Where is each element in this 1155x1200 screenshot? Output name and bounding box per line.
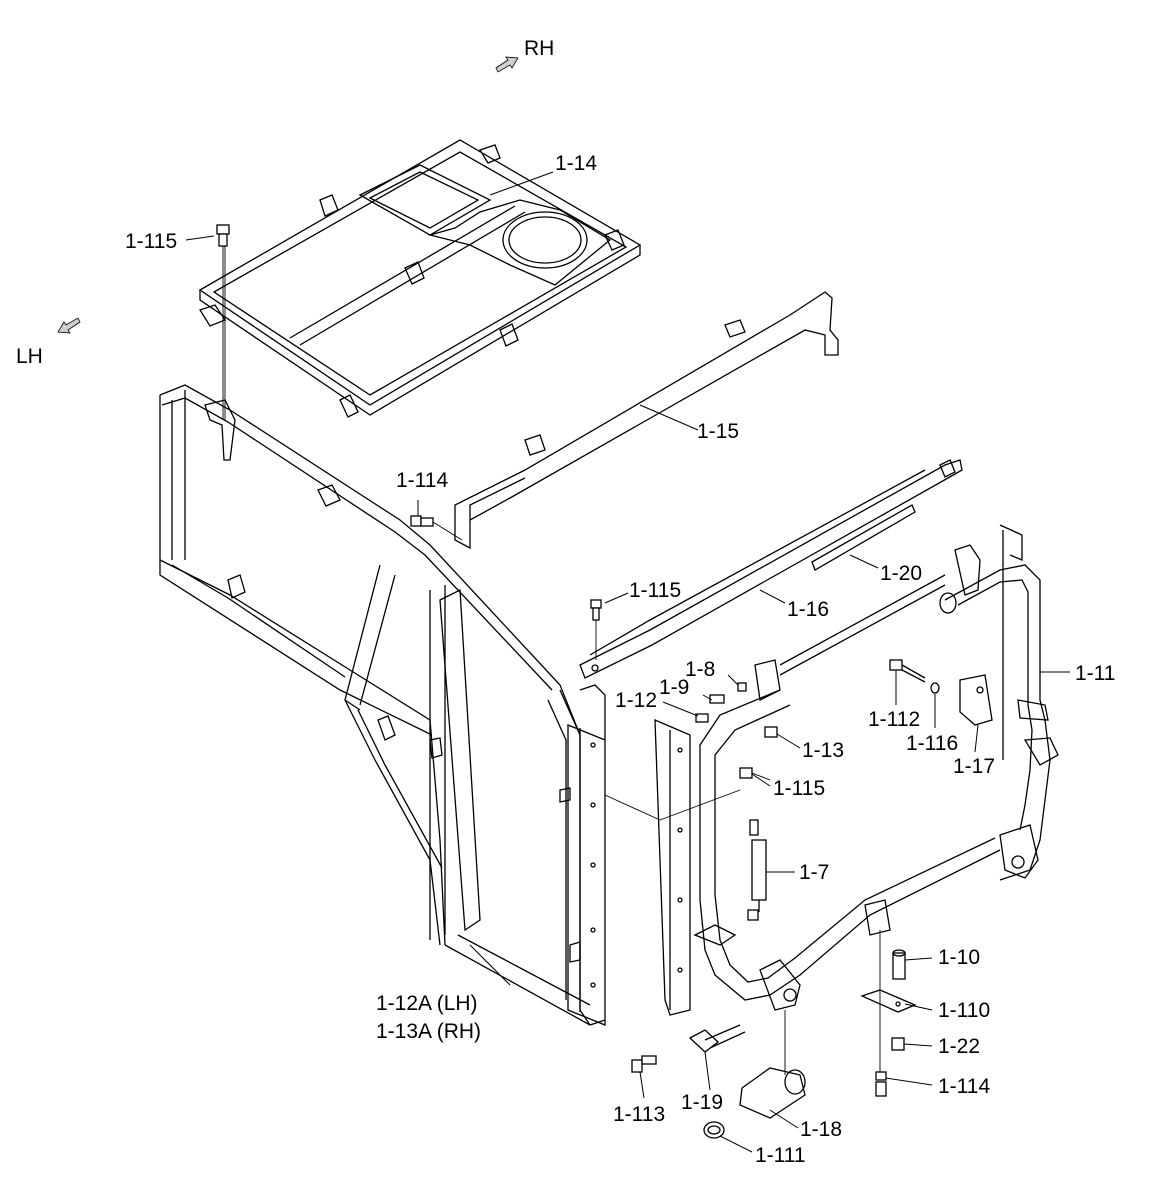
lh-direction-label: LH xyxy=(16,345,43,368)
part-1-113-bolt xyxy=(631,1055,657,1073)
part-1-110-plate xyxy=(860,989,917,1013)
part-right-inner-panel xyxy=(604,718,741,1016)
callout-1-16: 1-16 xyxy=(787,598,830,621)
part-1-111-washer xyxy=(703,1121,725,1139)
callout-1-9: 1-9 xyxy=(659,676,690,699)
callout-1-115-top: 1-115 xyxy=(125,230,178,253)
callout-1-12: 1-12 xyxy=(615,689,658,712)
callout-1-111: 1-111 xyxy=(755,1144,806,1167)
part-1-22-nut xyxy=(891,1037,905,1051)
part-1-14-top-frame xyxy=(198,139,642,418)
callout-1-12a-lh: 1-12A (LH) xyxy=(376,992,478,1015)
rh-direction-arrow-icon xyxy=(495,56,519,73)
callout-1-116: 1-116 xyxy=(906,732,959,755)
part-1-18-hinge-block xyxy=(739,1067,806,1119)
callout-1-115-lower: 1-115 xyxy=(773,777,826,800)
part-1-115-bolt-upper xyxy=(590,599,602,660)
callout-1-115-upper: 1-115 xyxy=(629,579,682,602)
callout-1-114-mid: 1-114 xyxy=(396,469,449,492)
callout-1-18: 1-18 xyxy=(800,1118,843,1141)
part-center-panel xyxy=(559,684,606,1026)
callout-1-20: 1-20 xyxy=(880,562,923,585)
callout-1-10: 1-10 xyxy=(938,946,981,969)
part-1-114-bolt-lower xyxy=(875,1071,887,1097)
part-1-15-bracket xyxy=(454,291,839,550)
part-1-20-rail xyxy=(811,504,916,571)
callout-1-15: 1-15 xyxy=(697,420,740,443)
callout-1-114-lower: 1-114 xyxy=(938,1075,991,1098)
callout-1-112: 1-112 xyxy=(868,708,921,731)
callout-1-13: 1-13 xyxy=(802,739,845,762)
part-1-112-bolt xyxy=(889,659,926,683)
callout-leader-lines xyxy=(185,171,1070,1153)
part-1-11-tube-frame xyxy=(754,524,1059,881)
part-1-16-rail xyxy=(579,459,963,679)
callout-1-8: 1-8 xyxy=(685,658,716,681)
callout-1-19: 1-19 xyxy=(681,1091,724,1114)
part-1-116-washer xyxy=(930,682,940,694)
part-1-115-bolt-top xyxy=(216,224,230,420)
part-1-17-bracket xyxy=(959,674,993,726)
callout-1-11: 1-11 xyxy=(1075,662,1116,685)
rh-direction-label: RH xyxy=(524,37,555,60)
callout-1-110: 1-110 xyxy=(938,999,991,1022)
callout-1-22: 1-22 xyxy=(938,1035,981,1058)
callout-1-13a-rh: 1-13A (RH) xyxy=(376,1020,482,1043)
part-1-7-gas-spring xyxy=(747,819,767,921)
part-small-hardware-cluster xyxy=(695,682,778,781)
part-1-10-bushing xyxy=(892,949,906,980)
part-1-114-bolt-mid xyxy=(410,515,463,541)
lh-direction-arrow-icon xyxy=(57,317,81,334)
callout-1-17: 1-17 xyxy=(953,755,996,778)
callout-1-113: 1-113 xyxy=(613,1103,666,1126)
part-1-19-pin xyxy=(688,1024,746,1053)
callout-1-7: 1-7 xyxy=(799,861,830,884)
part-lower-tube-frame xyxy=(693,689,1001,1080)
part-left-side-frame xyxy=(159,384,606,1026)
callout-1-14: 1-14 xyxy=(555,152,598,175)
